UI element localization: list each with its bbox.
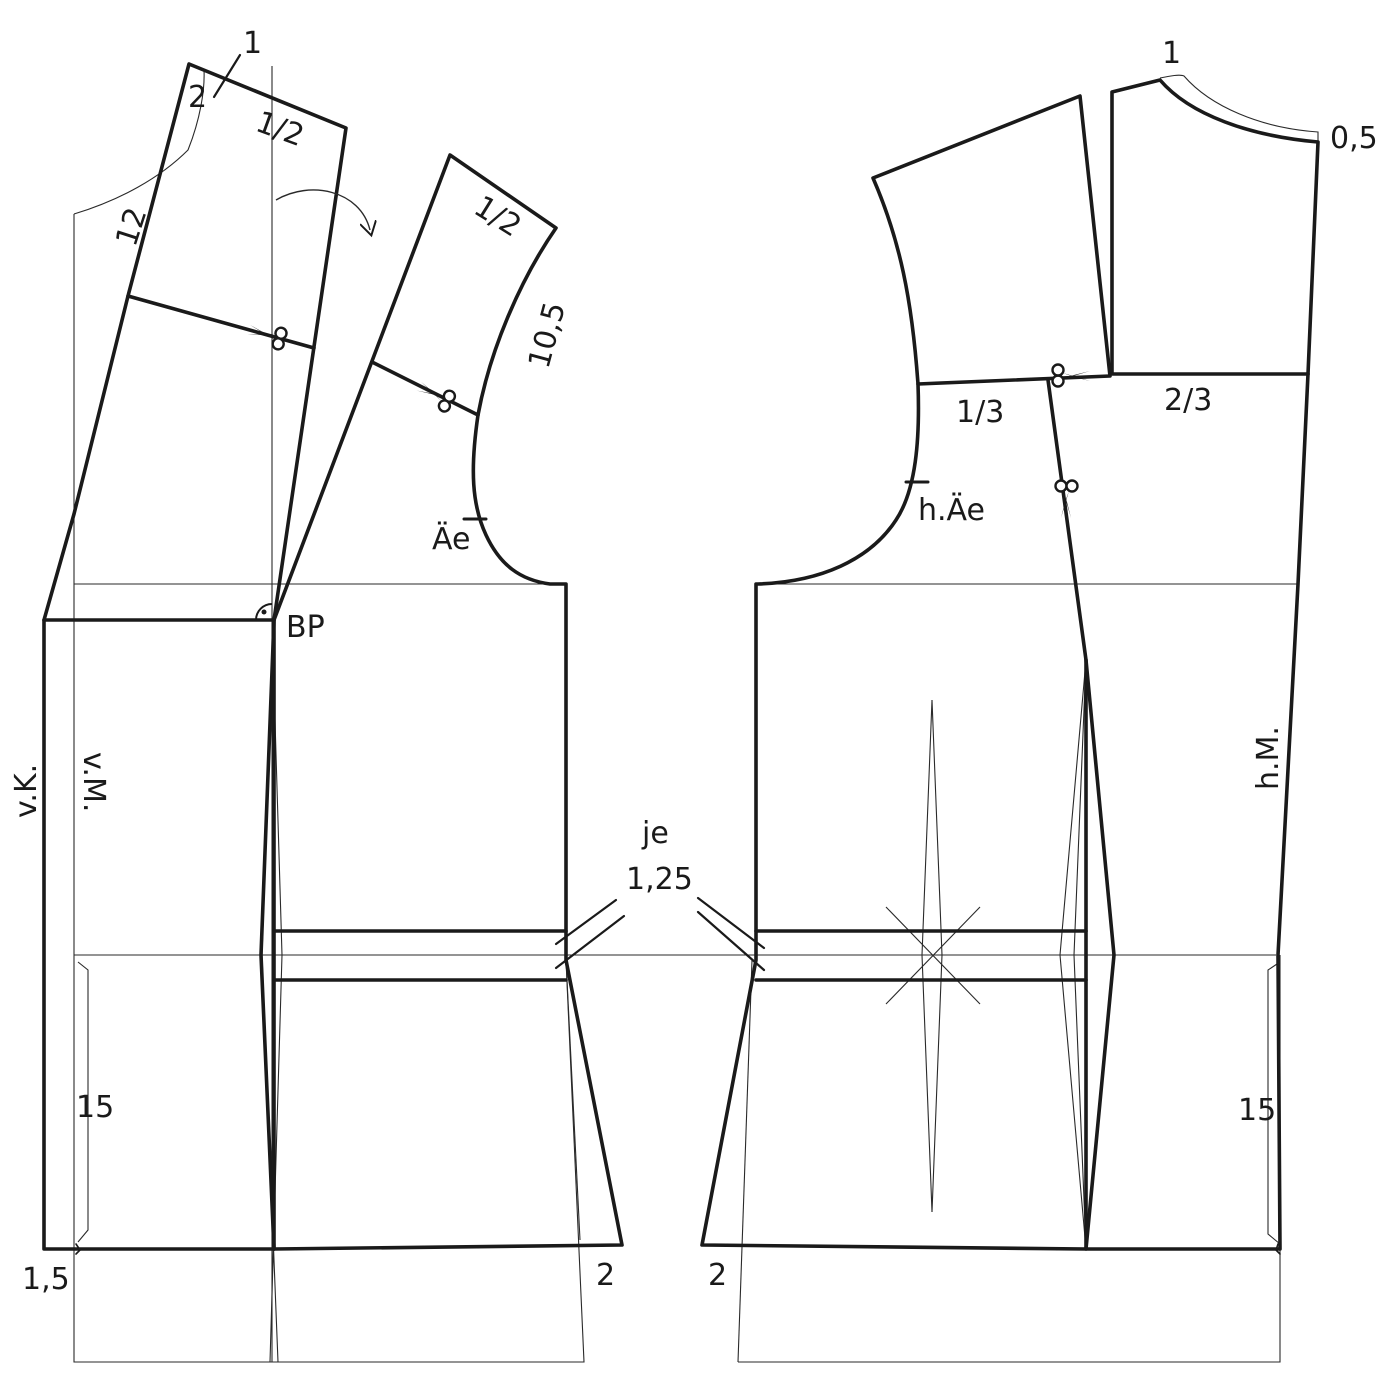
back-label-third-1-3: 1/3 [956,395,1004,430]
label-je-value: 1,25 [626,862,693,897]
label-je: je [641,816,669,851]
back-label-neck-0-5: 0,5 [1330,121,1378,156]
back-label-third-2-3: 2/3 [1164,383,1212,418]
back-outline [700,78,1320,1255]
front-label-side-2: 2 [596,1258,615,1293]
back-construction-lines [737,74,1319,1363]
front-label-hem-15: 15 [76,1090,114,1125]
back-label-center-back: h.M. [1251,726,1286,790]
front-label-armhole-mark: Äe [432,521,470,557]
back-label-neck-1: 1 [1162,36,1181,71]
arrow-icon [275,189,370,230]
front-label-half-a: 1/2 [251,105,308,154]
front-label-neck-12: 12 [109,203,154,250]
back-label-armhole-mark: h.Äe [918,492,985,528]
front-label-armhole-10-5: 10,5 [522,298,573,372]
shared-labels: je 1,25 [626,816,693,897]
front-label-center-front: v.M. [76,752,111,812]
back-je-ticks [696,896,766,972]
right-angle-icon [255,603,273,621]
front-label-hem-1-5: 1,5 [22,1262,70,1297]
back-piece: 1 0,5 1/3 2/3 h.Äe h.M. 15 2 [696,36,1378,1363]
front-label-half-b: 1/2 [468,189,527,244]
front-construction-lines [73,66,758,1363]
scissors-icon [412,375,458,415]
front-shoulder-tick [212,53,242,99]
front-label-shoulder-1: 1 [243,26,262,61]
front-je-ticks [554,898,626,970]
front-label-bust-point: BP [286,610,325,645]
front-piece: 1 2 1/2 12 1/2 10,5 Äe BP v.K. v.M. 15 1… [9,26,758,1363]
front-outline [42,62,624,1255]
front-label-center-front-edge: v.K. [9,764,44,818]
front-label-shoulder-2: 2 [188,80,207,115]
back-label-hem-15: 15 [1238,1093,1276,1128]
scissors-icon [244,318,289,352]
back-label-side-2: 2 [708,1258,727,1293]
